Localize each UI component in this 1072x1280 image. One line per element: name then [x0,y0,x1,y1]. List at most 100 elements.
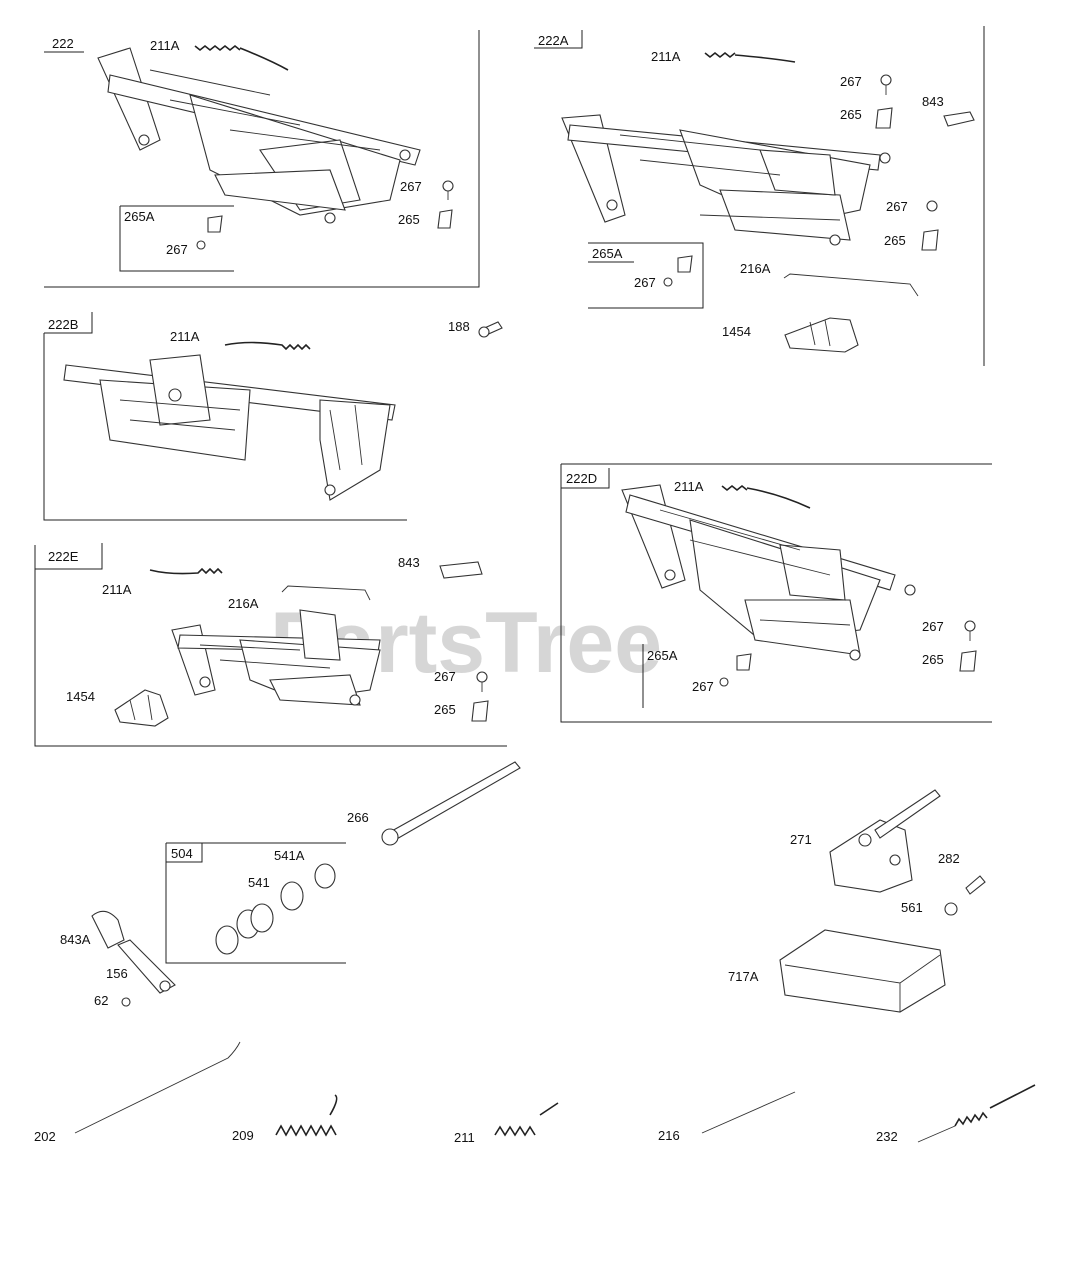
group-222D-label: 222D [566,471,597,486]
governor-1454-222A[interactable] [784,317,859,353]
rod-216[interactable] [701,1091,796,1134]
label-232: 232 [876,1129,898,1144]
group-222: 222 211A 267 265 265A [44,30,480,288]
label-1454-222A: 1454 [722,324,751,339]
inner-box-265A-222: 265A 267 [119,205,234,272]
label-717A: 717A [728,969,759,984]
group-222A: 222A 211A 267 265 843 267 265 216A [534,26,985,366]
bracket-assembly-222[interactable] [97,47,421,224]
label-541A: 541A [274,848,305,863]
spring-211A-222E[interactable] [149,567,223,575]
group-222A-label: 222A [538,33,569,48]
label-211A-222D: 211A [674,479,704,494]
label-211A-222B: 211A [170,329,200,344]
rod-202[interactable] [74,1041,241,1134]
screw-188[interactable] [478,321,503,338]
label-211: 211 [454,1130,475,1145]
label-843-222A: 843 [922,94,944,109]
clip-265A-222A[interactable] [677,255,693,273]
clip-265a-222A[interactable] [875,107,893,129]
washer-stack-504[interactable] [215,863,336,955]
bracket-assembly-222E[interactable] [171,609,381,706]
label-271: 271 [790,832,812,847]
inner-label-265A-222: 265A [124,209,155,224]
inner-label-265A-222A: 265A [592,246,623,261]
clip-265-222D[interactable] [959,650,977,672]
label-62: 62 [94,993,108,1008]
clip-265A-222[interactable] [207,215,223,233]
label-267-222D: 267 [922,619,944,634]
nut-267-inner-222[interactable] [196,240,206,250]
inner-box-265A-222D: 265A 267 [642,644,752,708]
screw-267-222[interactable] [442,180,454,200]
label-202: 202 [34,1129,56,1144]
group-504: 504 541A 541 [165,842,346,964]
nut-561[interactable] [944,902,958,916]
label-267-inner-222D: 267 [692,679,714,694]
screw-282[interactable] [965,875,986,895]
label-267-222E: 267 [434,669,456,684]
label-188: 188 [448,319,470,334]
screw-267-222E[interactable] [476,671,488,692]
group-222B: 222B 211A 188 [43,312,503,521]
label-265-222: 265 [398,212,420,227]
clip-265-222E[interactable] [471,700,489,722]
label-211A-222E: 211A [102,582,132,597]
label-209: 209 [232,1128,254,1143]
clip-265-222[interactable] [437,209,453,229]
label-266: 266 [347,810,369,825]
governor-1454-222E[interactable] [114,689,169,727]
label-1454-222E: 1454 [66,689,95,704]
clip-265A-222D[interactable] [736,653,752,671]
screw-267a-222A[interactable] [880,74,892,95]
label-211A-222A: 211A [651,49,681,64]
spring-232[interactable] [917,1084,1036,1143]
label-541: 541 [248,875,270,890]
label-267-inner-222A: 267 [634,275,656,290]
module-717A[interactable] [779,929,946,1013]
shaft-266[interactable] [381,761,521,846]
bracket-assembly-222A[interactable] [561,114,891,246]
clip-265b-222A[interactable] [921,229,939,251]
nut-267-inner-222D[interactable] [719,677,729,687]
latch-843-222E[interactable] [439,561,483,579]
spring-211A-222D[interactable] [721,484,811,509]
screw-267-222D[interactable] [964,620,976,641]
label-267-222: 267 [400,179,422,194]
inner-box-265A-222A: 265A 267 [588,242,704,309]
nut-267b-222A[interactable] [926,200,938,212]
bracket-assembly-222D[interactable] [621,484,916,661]
nut-267-inner-222A[interactable] [663,277,673,287]
label-216A-222A: 216A [740,261,771,276]
label-156: 156 [106,966,128,981]
label-211A-222: 211A [150,38,180,53]
group-222E: 222E 211A 843 216A 1454 267 265 [34,543,507,747]
label-265-222E: 265 [434,702,456,717]
spring-211[interactable] [494,1102,559,1137]
label-216A-222E: 216A [228,596,259,611]
bracket-assembly-222B[interactable] [63,354,396,501]
spring-211A-222[interactable] [194,44,289,71]
spring-211A-222A[interactable] [704,51,796,63]
group-222-label: 222 [52,36,74,51]
group-504-label: 504 [171,846,193,861]
rod-216A-222A[interactable] [783,273,919,297]
label-843A: 843A [60,932,91,947]
rod-216A-222E[interactable] [281,585,371,601]
inner-label-265A-222D: 265A [647,648,678,663]
label-265b-222A: 265 [884,233,906,248]
group-222E-label: 222E [48,549,79,564]
spring-209[interactable] [275,1094,338,1137]
throttle-271[interactable] [829,789,941,893]
knob-843A[interactable] [91,910,125,949]
label-843-222E: 843 [398,555,420,570]
spring-211A-222B[interactable] [224,341,311,351]
group-222B-label: 222B [48,317,78,332]
screw-62[interactable] [121,997,131,1007]
latch-843-222A[interactable] [943,111,975,127]
label-561: 561 [901,900,923,915]
lever-156[interactable] [117,939,176,994]
label-282: 282 [938,851,960,866]
label-265-222D: 265 [922,652,944,667]
